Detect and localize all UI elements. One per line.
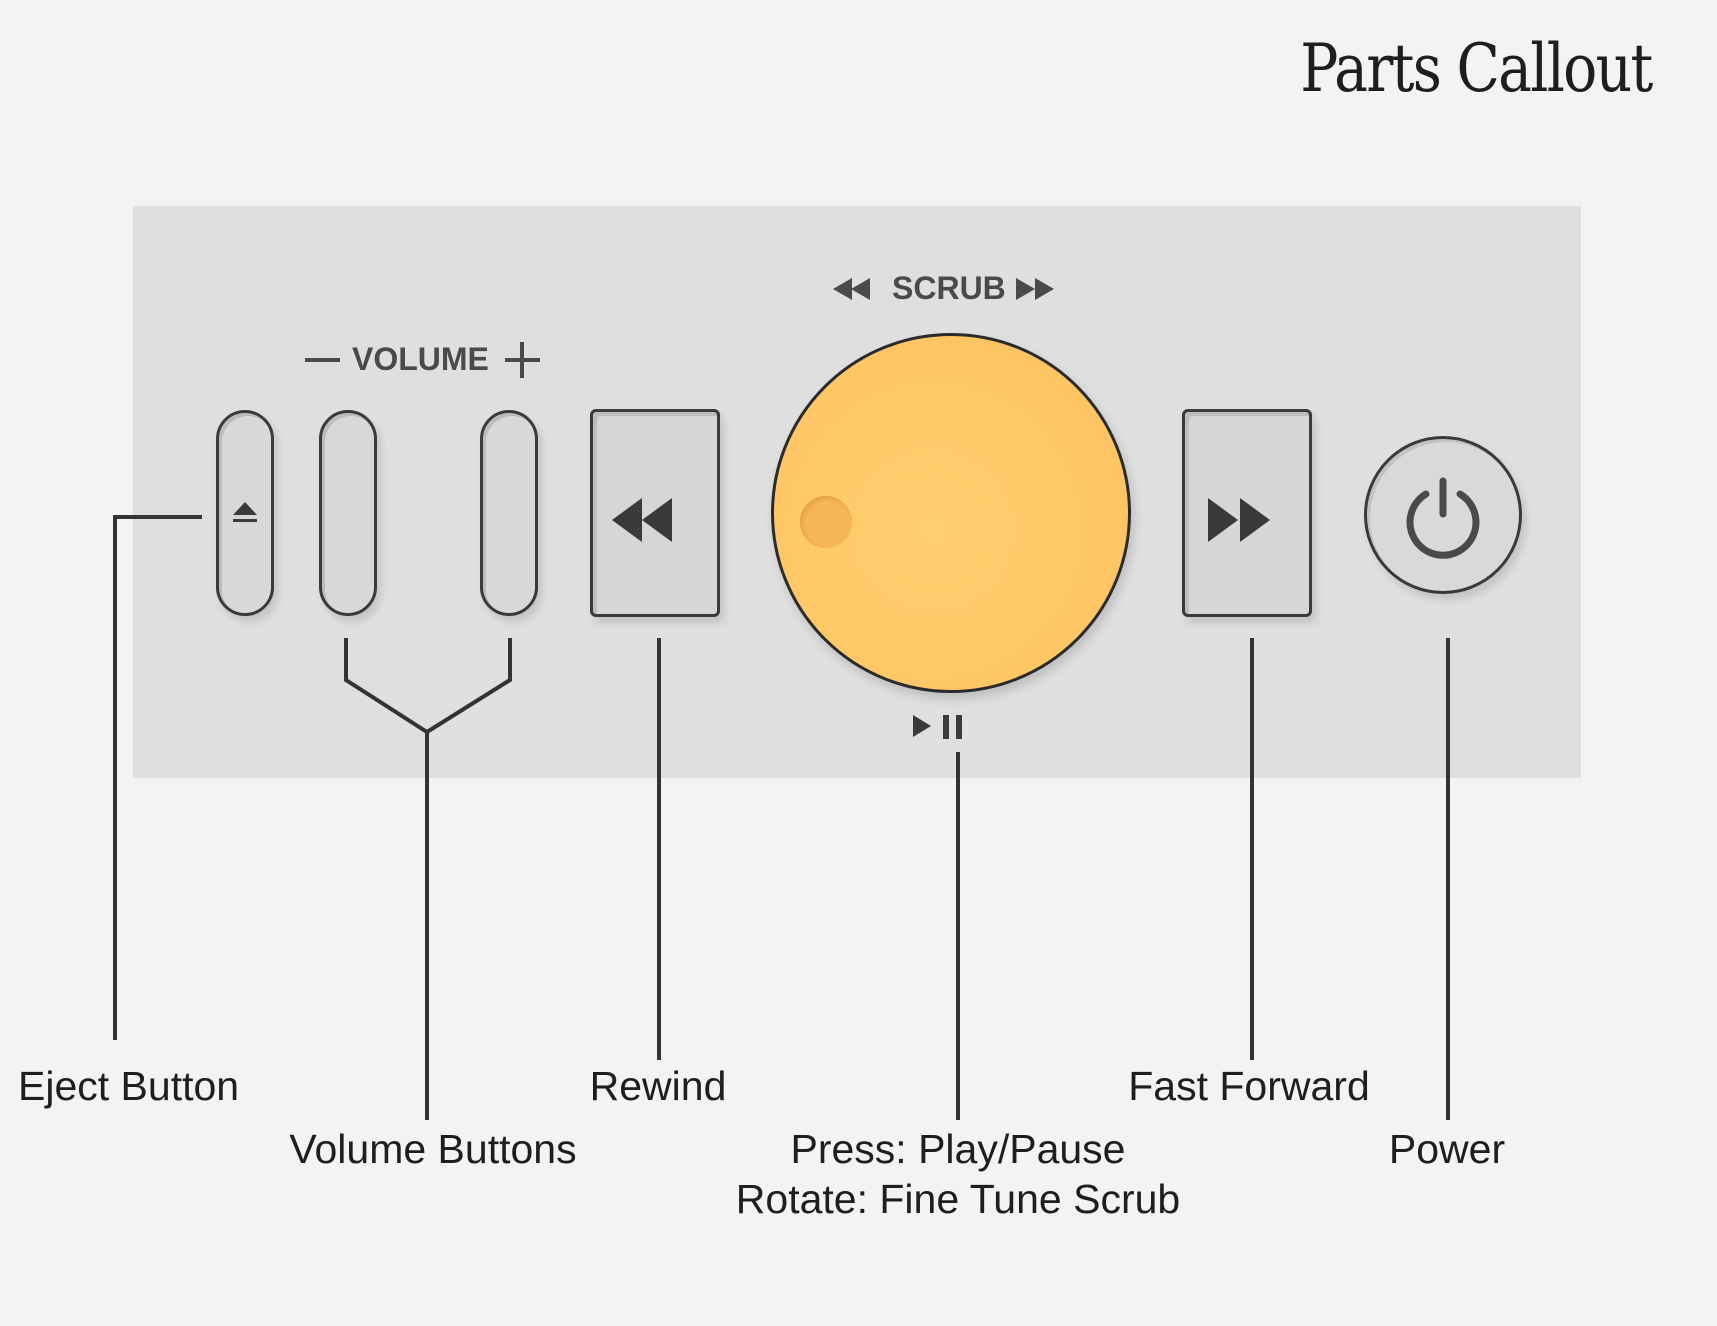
rewind-label: Rewind [589,1063,727,1109]
scrub-engraving-label: SCRUB [892,270,1006,306]
volume-label: Volume Buttons [289,1126,577,1172]
page-title: Parts Callout [1300,30,1654,107]
fast-forward-label: Fast Forward [1128,1063,1370,1109]
power-icon [1406,477,1480,559]
scrub-knob[interactable] [771,333,1131,693]
power-label: Power [1388,1126,1506,1172]
volume-engraving-label: VOLUME [352,341,489,377]
volume-down-button[interactable] [319,410,377,616]
rewind-button[interactable] [590,409,720,617]
knob-dimple [800,496,852,548]
power-button[interactable] [1364,436,1522,594]
fast-forward-icon [1208,498,1270,542]
volume-up-button[interactable] [480,410,538,616]
fast-forward-button[interactable] [1182,409,1312,617]
eject-button[interactable] [216,410,274,616]
knob-label-press: Press: Play/Pause [790,1126,1126,1172]
eject-icon [233,502,257,522]
rewind-icon [612,498,672,542]
knob-label-rotate: Rotate: Fine Tune Scrub [735,1176,1181,1222]
eject-label: Eject Button [18,1063,240,1109]
